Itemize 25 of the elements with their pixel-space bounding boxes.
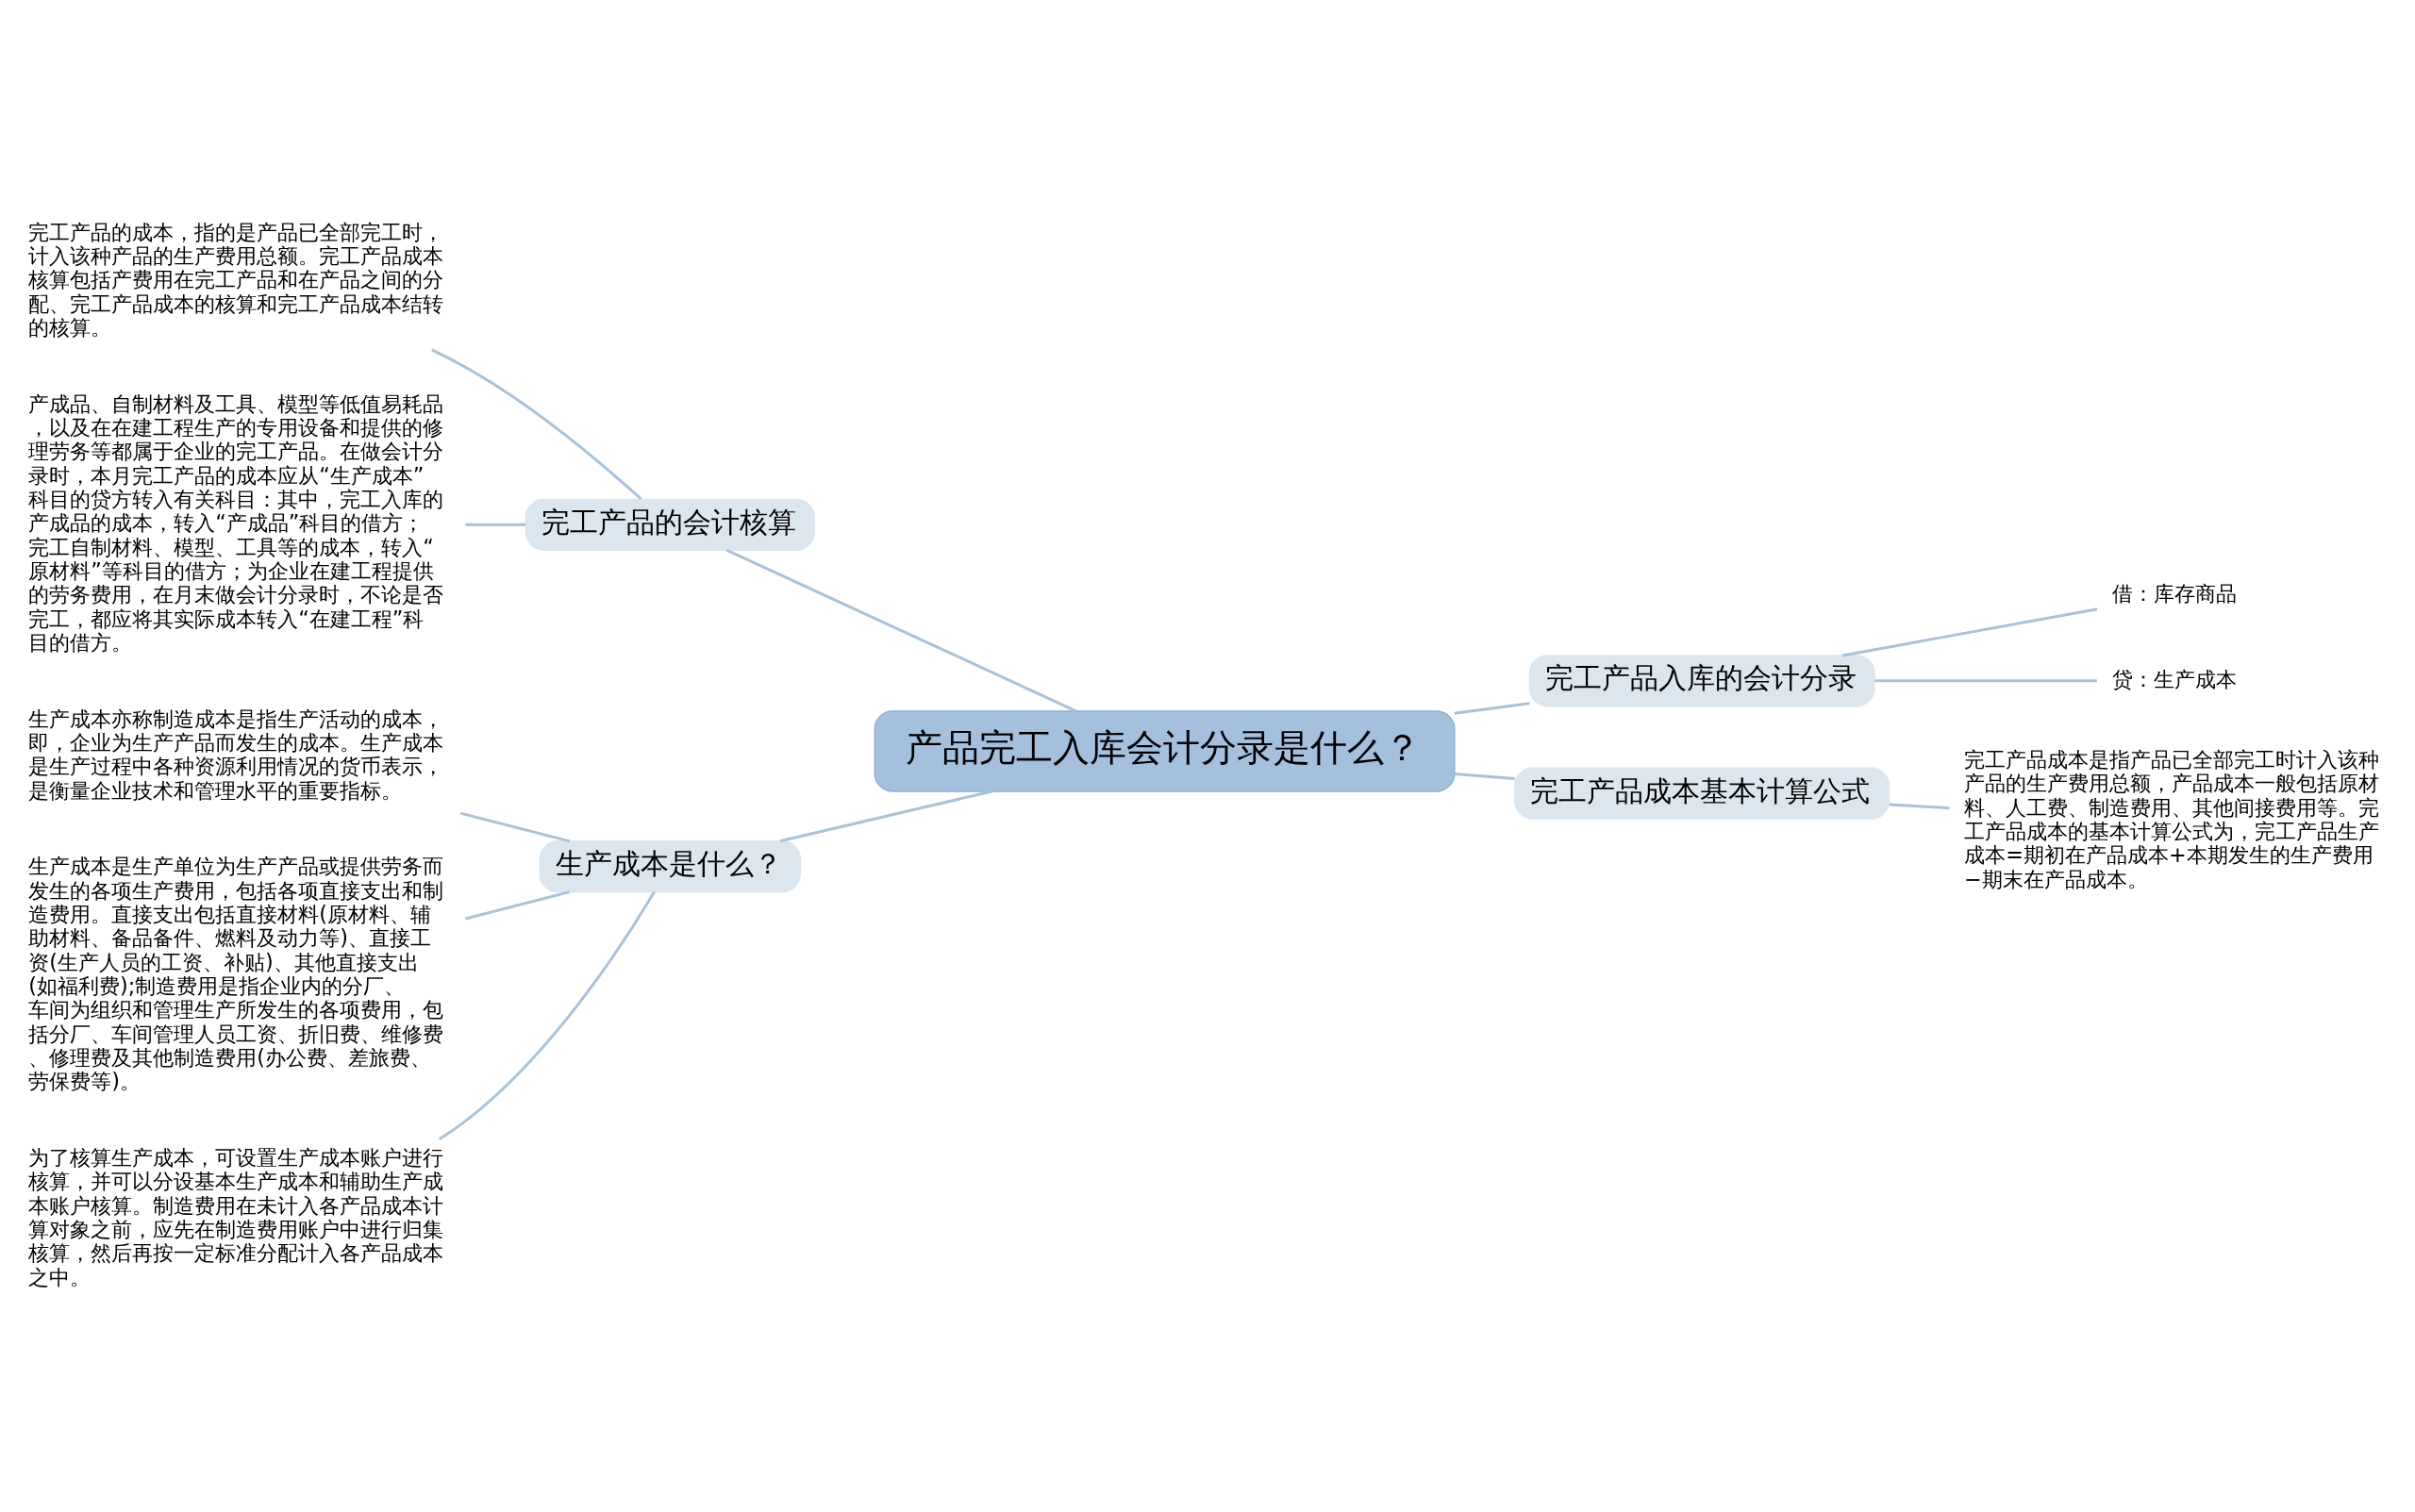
node-text: 生产成本是生产单位为生产产品或提供劳务而发生的各项生产费用，包括各项直接支出和制造费用。直接支出包括直接材料(原材料、辅助材料、备品备件、燃料及动力等)、直接工资(生产人员的工资、补贴)、其他直接支出(如福利费);制造费用是指企业内的分厂、车间为组织和管理生产所发生的各项费用，包括分厂、车间管理人员工资、折旧费、维修费、修理费及其他制造费用(办公费、差旅费、劳保费等)。 [28, 853, 444, 1093]
node-text: 产成品、自制材料及工具、模型等低值易耗品，以及在在建工程生产的专用设备和提供的修理劳务等都属于企业的完工产品。在做会计分录时，本月完工产品的成本应从“生产成本”科目的贷方转入有关科目：其中，完工入库的产成品的成本，转入“产成品”科目的借方；完工自制材料、模型、工具等的成本，转入“原材料”等科目的借方；为企业在建工程提供的劳务费用，在月末做会计分录时，不论是否完工，都应将其实际成本转入“在建工程”科目的借方。 [28, 390, 444, 655]
connector [438, 890, 656, 1140]
node-text: 完工产品成本是指产品已全部完工时计入该种产品的生产费用总额，产品成本一般包括原材料、人工费、制造费用、其他间接费用等。完工产品成本的基本计算公式为，完工产品生产成本=期初在产品成本+本期发生的生产费用−期末在产品成本。 [1964, 746, 2380, 891]
node-text: 为了核算生产成本，可设置生产成本账户进行核算，并可以分设基本生产成本和辅助生产成本账户核算。制造费用在未计入各产品成本计算对象之前，应先在制造费用账户中进行归集核算，然后再按一定标准分配计入各产品成本之中。 [28, 1144, 444, 1289]
node-box: 生产成本是什么？ [539, 839, 801, 892]
connector [431, 348, 642, 500]
node-box: 产品完工入库会计分录是什么？ [874, 709, 1456, 792]
connector [1454, 701, 1530, 715]
connector [459, 811, 571, 842]
connector [465, 889, 571, 920]
connector [1454, 772, 1515, 780]
connector [779, 789, 993, 842]
connector [725, 548, 1077, 712]
connector [1889, 802, 1950, 809]
node-text: 完工产品的成本，指的是产品已全部完工时，计入该种产品的生产费用总额。完工产品成本核算包括产费用在完工产品和在产品之间的分配、完工产品成本的核算和完工产品成本结转的核算。 [28, 219, 444, 340]
node-text: 贷：生产成本 [2111, 666, 2237, 691]
node-text: 生产成本亦称制造成本是指生产活动的成本，即，企业为生产产品而发生的成本。生产成本是生产过程中各种资源利用情况的货币表示，是衡量企业技术和管理水平的重要指标。 [28, 706, 444, 803]
connector [465, 523, 525, 526]
connector [1842, 606, 2098, 656]
node-box: 完工产品的会计核算 [525, 498, 815, 551]
node-box: 完工产品入库的会计分录 [1528, 654, 1875, 706]
node-text: 借：库存商品 [2111, 580, 2237, 606]
node-box: 完工产品成本基本计算公式 [1514, 767, 1890, 820]
connector [1874, 678, 2097, 682]
